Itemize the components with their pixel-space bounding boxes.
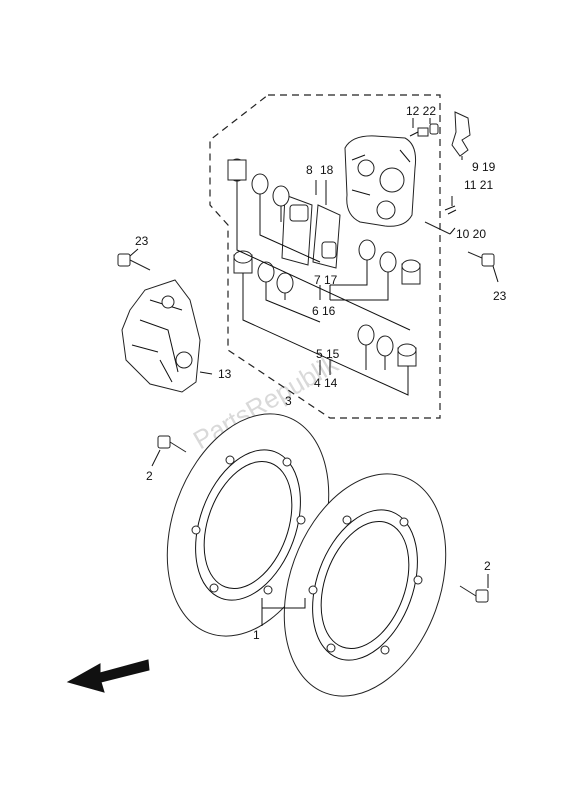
callout-1: 1 <box>253 628 260 642</box>
seal-upper-1[interactable] <box>251 173 269 195</box>
piston-lower-1[interactable] <box>233 250 253 274</box>
callout-11-21: 11 21 <box>464 178 493 192</box>
callout-9-19: 9 19 <box>472 160 496 174</box>
assembly-boundary <box>209 94 441 419</box>
callout-2-right: 2 <box>484 559 491 573</box>
callout-6-16: 6 16 <box>312 304 336 318</box>
leader-lines <box>236 118 463 396</box>
mounting-bolt-left[interactable] <box>117 248 151 271</box>
callout-7-17: 7 17 <box>314 273 338 287</box>
pad-spring[interactable] <box>451 111 471 157</box>
callout-2-left: 2 <box>146 469 153 483</box>
brake-pad-set[interactable] <box>281 194 341 269</box>
callout-18: 18 <box>320 163 334 177</box>
callout-4-14: 4 14 <box>314 376 338 390</box>
bleed-screw[interactable] <box>409 123 439 137</box>
piston-upper-2[interactable] <box>401 259 421 285</box>
leader-1 <box>261 598 306 626</box>
callout-5-15: 5 15 <box>316 347 340 361</box>
piston-upper-1[interactable] <box>227 158 247 182</box>
seal-lower-2[interactable] <box>276 272 294 294</box>
seal-upper-4[interactable] <box>379 251 397 273</box>
disc-bolt-left[interactable] <box>151 435 187 467</box>
pad-pin[interactable] <box>424 205 457 235</box>
mounting-bolt-right[interactable] <box>467 251 499 283</box>
callout-13: 13 <box>218 367 232 381</box>
callout-3: 3 <box>285 394 292 408</box>
seal-upper-3[interactable] <box>358 239 376 261</box>
arrow-front-icon <box>66 659 150 693</box>
caliper-body[interactable] <box>344 135 416 227</box>
seal-lower-3[interactable] <box>357 324 375 346</box>
callout-10-20: 10 20 <box>456 227 486 241</box>
piston-lower-2[interactable] <box>397 343 417 367</box>
seal-upper-2[interactable] <box>272 185 290 207</box>
caliper-assembly[interactable] <box>121 279 213 393</box>
disc-bolt-right[interactable] <box>459 574 489 603</box>
callout-12-22: 12 22 <box>406 104 436 118</box>
brake-disc[interactable] <box>255 451 475 718</box>
callout-8: 8 <box>306 163 313 177</box>
seal-lower-4[interactable] <box>376 335 394 357</box>
seal-lower-1[interactable] <box>257 261 275 283</box>
callout-23-right: 23 <box>493 289 507 303</box>
callout-23-left: 23 <box>135 234 149 248</box>
